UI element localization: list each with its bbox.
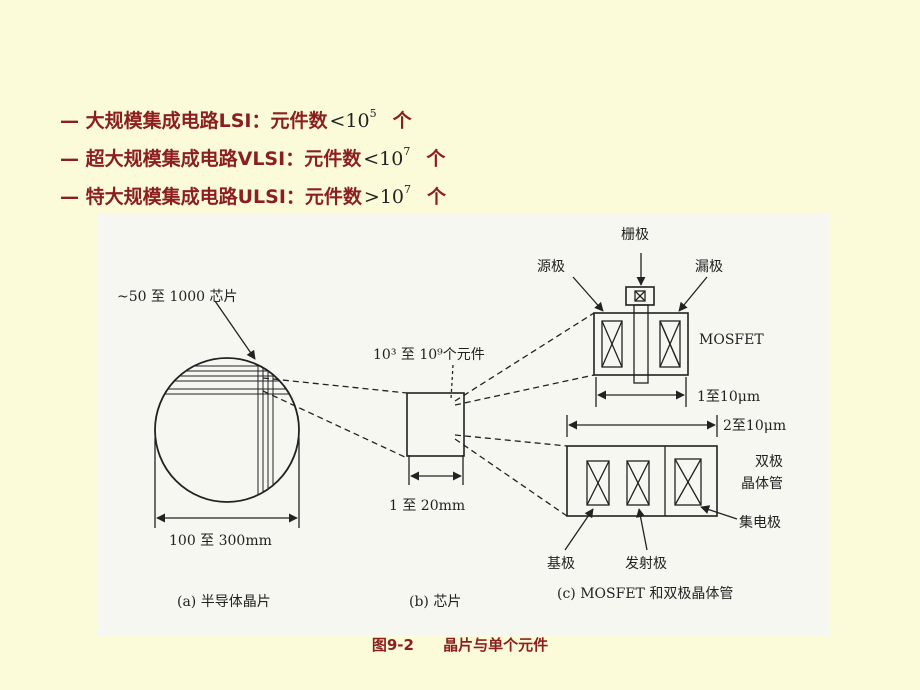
power-exponent: 7: [403, 145, 411, 158]
figure-number: 图9-2: [371, 636, 414, 654]
math-expression: >107: [363, 183, 412, 208]
gate-label: 栅极: [621, 227, 649, 243]
operator: <: [329, 110, 346, 132]
collector-label: 集电极: [739, 514, 781, 531]
wafer-grid-lines: [155, 358, 299, 502]
power-base: 10: [379, 186, 405, 208]
caption-c: (c) MOSFET 和双极晶体管: [557, 586, 733, 602]
math-expression: <107: [363, 145, 411, 170]
dash: —: [60, 110, 79, 132]
collector-arrow: [700, 505, 738, 520]
mosfet-body: [593, 312, 689, 376]
bullet-lsi: — 大规模集成电路LSI：元件数<105 个: [60, 95, 446, 133]
chip-size-label: 1 至 20mm: [389, 498, 465, 514]
drain-arrow: [678, 276, 708, 312]
wafer-chip-diagram: ~50 至 1000 芯片 100 至 300mm 10³ 至 10⁹个元件 1…: [97, 213, 829, 635]
figure-caption: 图9-2 晶片与单个元件: [0, 634, 920, 655]
unit: 个: [426, 148, 446, 170]
source-label: 源极: [537, 259, 565, 275]
mos-size-label: 1至10μm: [697, 389, 760, 405]
drain-label: 漏极: [695, 259, 723, 275]
mosfet-drain-cell: [659, 320, 681, 368]
power-base: 10: [345, 110, 370, 132]
emitter-arrow: [636, 508, 648, 551]
math-expression: <105: [329, 107, 377, 132]
bullet-text: 超大规模集成电路VLSI：元件数: [85, 148, 362, 170]
diagram-svg: ~50 至 1000 芯片 100 至 300mm 10³ 至 10⁹个元件 1…: [117, 227, 786, 610]
chips-arrow: [214, 300, 256, 360]
bjt-collector-cell: [674, 458, 702, 506]
mosfet-gate-contact-inner: [634, 290, 646, 302]
base-label: 基极: [547, 555, 575, 572]
bipolar-label: 双极: [755, 454, 783, 470]
mosfet-gate-stem: [633, 304, 649, 384]
figure-title: 晶片与单个元件: [443, 636, 549, 654]
chip-to-device-lines: [454, 312, 595, 517]
caption-a: (a) 半导体晶片: [177, 594, 271, 610]
mosfet-source-cell: [601, 320, 623, 368]
base-arrow: [564, 508, 594, 551]
unit: 个: [392, 110, 412, 132]
unit: 个: [427, 186, 447, 208]
mosfet-label: MOSFET: [699, 332, 764, 348]
chip-square: [406, 392, 465, 457]
dash: —: [60, 186, 79, 208]
bjt-emitter-cell: [626, 460, 650, 506]
dash: —: [60, 148, 79, 170]
bjt-base-cell: [586, 460, 610, 506]
components-label: 10³ 至 10⁹个元件: [373, 347, 485, 363]
power-base: 10: [379, 148, 404, 170]
source-arrow: [572, 276, 604, 312]
power-exponent: 5: [369, 107, 377, 120]
operator: <: [363, 148, 380, 170]
bullet-vlsi: — 超大规模集成电路VLSI：元件数<107 个: [60, 133, 446, 171]
transistor-label: 晶体管: [741, 476, 783, 492]
wafer-circle: [154, 357, 300, 503]
components-leader: [450, 364, 454, 400]
power-exponent: 7: [404, 183, 412, 196]
mosfet-gate-contact: [625, 286, 655, 306]
chips-count-label: ~50 至 1000 芯片: [117, 289, 238, 305]
bullet-text: 大规模集成电路LSI：元件数: [85, 110, 328, 132]
wafer-size-label: 100 至 300mm: [169, 533, 272, 549]
emitter-label: 发射极: [625, 556, 667, 572]
caption-b: (b) 芯片: [409, 594, 461, 610]
bullet-ulsi: — 特大规模集成电路ULSI：元件数>107 个: [60, 171, 446, 209]
bjt-size-label: 2至10μm: [723, 418, 786, 434]
wafer-to-chip-lines: [262, 377, 408, 459]
operator: >: [363, 186, 380, 208]
bullet-text: 特大规模集成电路ULSI：元件数: [85, 186, 362, 208]
